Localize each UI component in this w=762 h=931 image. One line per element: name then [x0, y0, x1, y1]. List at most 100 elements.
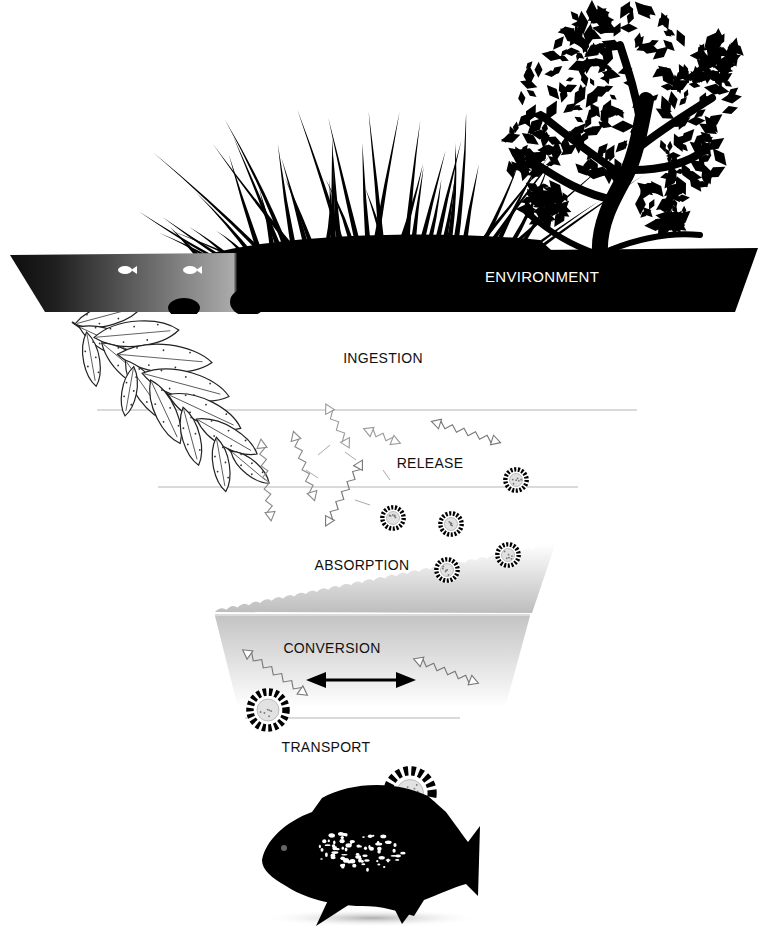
tree-leaf	[584, 51, 594, 57]
tree-leaf	[592, 54, 612, 73]
tree-leaf	[545, 177, 567, 200]
tree-leaf	[703, 39, 721, 65]
leaf-dot	[205, 403, 207, 405]
fish-speckle	[377, 863, 380, 865]
leaf-dot	[182, 427, 184, 429]
carotenoid-molecule	[364, 427, 401, 444]
leaf-outline	[118, 365, 141, 417]
fish-speckle	[342, 847, 345, 850]
end-ring	[354, 460, 363, 470]
tree-leaf	[575, 51, 582, 61]
leaf-dot	[133, 326, 135, 328]
tree-leaf	[677, 95, 689, 108]
tree-leaf	[677, 126, 698, 148]
carotenoid-molecules	[243, 404, 501, 695]
ground-band: ENVIRONMENT	[8, 242, 760, 314]
micelle-shell	[440, 513, 461, 534]
fish-body	[118, 266, 132, 274]
ground-trapezoid	[10, 248, 758, 312]
tree-leaf	[672, 113, 693, 131]
leaf-dot	[169, 407, 171, 409]
micelle-dot	[448, 574, 450, 576]
micelle-content	[387, 512, 400, 525]
stage-label: INGESTION	[343, 350, 423, 366]
tree-leaf	[633, 32, 644, 49]
tree-leaf	[572, 130, 584, 154]
polyene-chain	[373, 429, 393, 441]
micelle-dot	[442, 568, 444, 570]
leaf-dot	[227, 429, 229, 431]
micelle-dot	[506, 557, 508, 559]
tree-leaf	[636, 181, 654, 203]
leaf-dot	[148, 364, 150, 366]
tree-leaf	[654, 12, 670, 29]
tree-leaf	[620, 23, 638, 33]
leaf-vein	[151, 382, 177, 437]
end-ring	[390, 435, 400, 444]
micelle-core	[495, 542, 521, 568]
micelle-content	[441, 564, 454, 577]
fish-speckle	[329, 834, 335, 838]
micelle-dot	[407, 786, 409, 788]
fish-speckle	[376, 860, 378, 862]
tree-leaf	[638, 208, 649, 219]
fish-speckle	[393, 849, 396, 853]
end-ring	[257, 439, 267, 449]
tree-leaf	[676, 216, 687, 232]
leaf-dot	[169, 387, 171, 389]
tree-leaf	[597, 149, 605, 161]
fish-speckle	[345, 848, 348, 852]
micelle-dot	[511, 558, 513, 560]
leaf-dot	[130, 404, 132, 406]
fish-speckle	[383, 866, 385, 868]
divider-line	[215, 614, 530, 615]
end-ring	[297, 686, 307, 695]
micelle-dot	[389, 515, 391, 517]
tree-leaf	[674, 194, 690, 203]
tree-branch	[620, 45, 640, 120]
end-ring	[265, 511, 275, 521]
tree-branch	[610, 234, 700, 250]
tree-leaf	[655, 210, 679, 224]
tree-leaf	[703, 65, 727, 86]
band-title: ENVIRONMENT	[485, 268, 599, 285]
leaf-dot	[86, 314, 88, 316]
micelle-dot	[416, 784, 418, 786]
tree-leaf	[604, 165, 614, 184]
micelle-dot	[451, 523, 453, 525]
carotenoid-molecule	[291, 431, 317, 500]
micelle-dot	[517, 478, 519, 480]
tree-leaf	[602, 104, 615, 118]
fish-speckle	[341, 833, 347, 836]
leaf-dot	[146, 401, 149, 404]
leaf-dot	[225, 413, 227, 415]
micelle-dot	[504, 551, 506, 553]
plant-leaf	[208, 436, 234, 493]
tree-leaf	[701, 166, 712, 187]
tree-leaf	[541, 121, 550, 135]
tree-leaf	[630, 98, 643, 110]
leaf-dot	[240, 453, 243, 456]
end-ring	[326, 404, 335, 414]
leaf-outline	[226, 445, 274, 488]
micelle-dot	[395, 517, 397, 519]
fish-speckle	[333, 841, 335, 845]
micelle	[438, 511, 464, 537]
tree-leaf	[575, 10, 589, 35]
molecule-fragment	[318, 445, 330, 455]
micelle-dot	[446, 569, 448, 571]
tree-leaf	[697, 137, 715, 158]
micelle-content	[510, 474, 523, 487]
fish-body	[262, 785, 480, 916]
plant-leaf	[79, 331, 105, 388]
fish-speckle	[321, 848, 324, 852]
leaf-dot	[209, 382, 211, 384]
leaf-dot	[136, 347, 138, 349]
ground-shape	[8, 242, 760, 314]
leaf-dot	[123, 341, 125, 343]
fish-speckle	[361, 863, 365, 865]
leaf-vein	[126, 369, 133, 411]
tree-leaf	[702, 57, 708, 67]
arrow-head	[306, 672, 326, 688]
